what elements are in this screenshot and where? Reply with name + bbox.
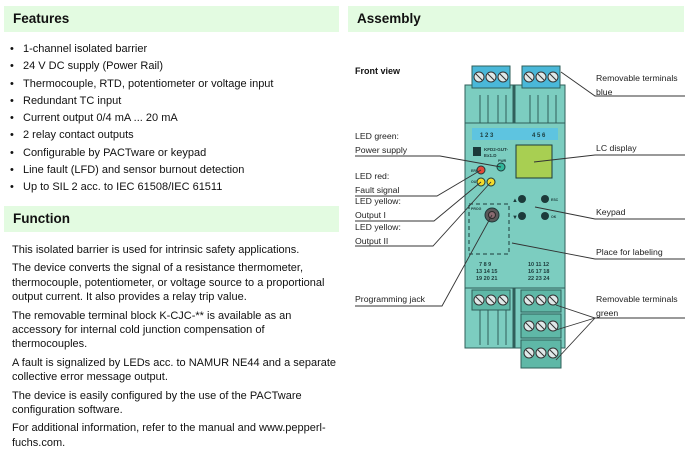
lc-display [515,144,553,179]
key-up-button[interactable] [518,195,526,203]
feature-item: Current output 0/4 mA ... 20 mA [8,110,338,128]
labeling-area [468,203,510,255]
callout-line: Place for labeling [596,247,663,257]
callout-programming-jack: Programming jack [355,293,425,307]
callout-line: Keypad [596,207,626,217]
callout-lc-display: LC display [596,142,637,156]
feature-item: Redundant TC input [8,93,338,111]
top-number-strip [472,128,558,140]
callout-terminals-blue: Removable terminals blue [596,72,678,99]
pwr-label: PWR [498,159,507,163]
function-paragraph: The removable terminal block K-CJC-** is… [12,309,292,351]
callout-led-green: LED green: Power supply [355,130,407,157]
terminal-numbers-top-left: 1 2 3 [480,133,494,139]
function-paragraph: The device is easily configured by the u… [12,389,302,417]
callout-line: LED yellow: [355,196,401,206]
features-list: 1-channel isolated barrier 24 V DC suppl… [8,41,338,197]
function-body: This isolated barrier is used for intrin… [12,243,337,454]
terminal-block-green-right-1 [520,289,562,313]
key-ok-button[interactable] [541,212,549,220]
function-paragraph: For additional information, refer to the… [12,422,326,449]
feature-item: 1-channel isolated barrier [8,41,338,59]
model-line-1: KFD2-GUT- [484,147,509,152]
terminal-numbers-bottom-right-1: 10 11 12 [528,262,549,268]
assembly-heading: Assembly [348,6,684,32]
out-label: OUT [471,180,479,184]
prog-label: PROG [471,207,482,211]
esc-label: ESC [551,198,559,202]
callout-line: Removable terminals [596,294,678,304]
callout-line: LED yellow: [355,222,401,232]
pepperl-fuchs-logo-icon [473,147,481,156]
terminal-block-green-right-2 [520,313,562,339]
callout-labeling: Place for labeling [596,246,663,260]
callout-led-yellow-1: LED yellow: Output I [355,195,401,222]
function-paragraph: The device converts the signal of a resi… [12,262,325,304]
features-heading: Features [4,6,339,32]
key-down-button[interactable] [518,212,526,220]
terminal-numbers-bottom-left-3: 19 20 21 [476,276,497,282]
callout-leader-lines [355,71,685,361]
terminal-numbers-bottom-right-3: 22 23 24 [528,276,550,282]
callout-line: Programming jack [355,294,426,304]
model-line-2: Ex1.D [484,153,497,158]
callout-line: green [596,307,619,318]
callout-line: LC display [596,143,637,153]
terminal-block-blue-right [521,65,561,89]
housing-top [464,84,566,124]
callout-line: Output I [355,209,386,220]
callout-line: Power supply [355,144,408,155]
callout-led-red: LED red: Fault signal [355,170,399,197]
feature-item: Line fault (LFD) and sensor burnout dete… [8,162,338,180]
function-paragraph: This isolated barrier is used for intrin… [12,244,300,256]
terminal-numbers-bottom-left-2: 13 14 15 [476,269,497,275]
terminal-block-green-left [471,289,511,311]
feature-item: 2 relay contact outputs [8,127,338,145]
up-arrow-icon: ▲ [512,198,518,204]
feature-item: 24 V DC supply (Power Rail) [8,58,338,76]
err-label: ERR [471,169,479,173]
ok-label: OK [551,215,557,219]
terminal-numbers-bottom-left-1: 7 8 9 [479,262,491,268]
terminal-block-green-right-3 [520,339,562,369]
feature-item: Thermocouple, RTD, potentiometer or volt… [8,76,338,94]
callout-line: Output II [355,235,389,246]
feature-item: Configurable by PACTware or keypad [8,145,338,163]
callout-line: Removable terminals [596,73,678,83]
callout-terminals-green: Removable terminals green [596,293,678,320]
front-view-label: Front view [355,66,401,76]
callout-line: blue [596,86,613,97]
function-paragraph: A fault is signalized by LEDs acc. to NA… [12,356,337,384]
terminal-numbers-bottom-right-2: 16 17 18 [528,269,549,275]
key-esc-button[interactable] [541,195,549,203]
callout-line: LED red: [355,171,390,181]
feature-item: Up to SIL 2 acc. to IEC 61508/IEC 61511 [8,179,338,197]
callout-led-yellow-2: LED yellow: Output II [355,221,401,248]
callout-line: Fault signal [355,184,400,195]
terminal-numbers-top-right: 4 5 6 [532,133,546,139]
callout-line: LED green: [355,131,399,141]
function-heading: Function [4,206,339,232]
down-arrow-icon: ▼ [512,215,518,221]
callout-keypad: Keypad [596,206,625,220]
terminal-block-blue-left [471,65,511,89]
